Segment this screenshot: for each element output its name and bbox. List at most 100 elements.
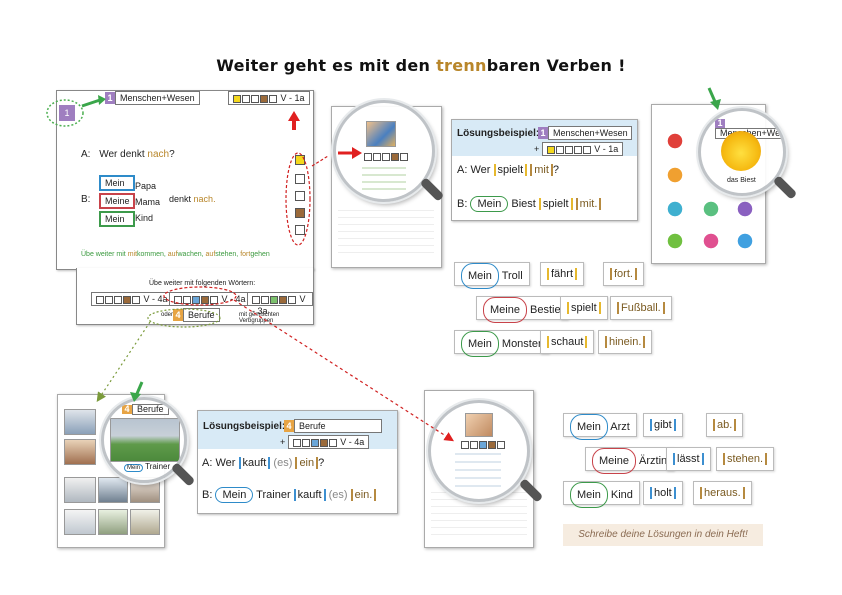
code-2-text: V - 4a: [221, 294, 246, 304]
sol-top-b-label: B:: [457, 198, 468, 210]
beruf-photo-4: [98, 477, 128, 503]
chip-holt-text: holt: [650, 487, 676, 499]
practice-rest-1: kommen,: [137, 251, 168, 258]
chip-verb-spielt[interactable]: spielt: [560, 296, 608, 320]
chip-spielt-text: spielt: [567, 302, 601, 314]
monster-cell-2: [662, 163, 688, 187]
poss-mein-2: Mein: [99, 211, 135, 227]
chip-verb-gibt[interactable]: gibt: [643, 413, 683, 437]
chip-arzt-poss: Mein: [570, 414, 608, 440]
verb-group-box-3[interactable]: [295, 191, 305, 201]
monster-cell-5: [698, 197, 724, 221]
chip-aerztin-noun: Ärztin: [639, 455, 668, 467]
beruf-photo-6: [64, 509, 96, 535]
chip-kind-noun: Kind: [610, 489, 633, 501]
chip-gibt-text: gibt: [650, 419, 676, 431]
title-highlight: trenn: [436, 56, 487, 75]
chip-heraus-text: heraus.: [700, 487, 745, 499]
red-dashed-line-to-bottom: [233, 299, 455, 442]
chip-verb-holt[interactable]: holt: [643, 481, 683, 505]
solution-bottom-num: 4: [284, 420, 294, 432]
chip-part-hinein[interactable]: hinein.: [598, 330, 653, 354]
sol-bot-b-noun: Trainer: [256, 489, 291, 501]
chip-fort-text: fort.: [610, 268, 637, 280]
trainer-label-text: Trainer: [145, 462, 171, 471]
chip-verb-schaut[interactable]: schaut: [540, 330, 595, 354]
beruf-label: Berufe: [183, 308, 220, 322]
green-dotted-circle: [46, 99, 84, 127]
verb-group-box-4[interactable]: [295, 208, 305, 218]
code-tag-2: V - 4a: [169, 292, 251, 306]
sol-top-a-part: mit: [530, 164, 553, 176]
header-number: 1: [105, 92, 115, 104]
green-arrow-trainer-icon: [130, 381, 144, 402]
magnifier-lens-bottom: [428, 400, 530, 502]
solution-top-plus: +: [534, 144, 540, 154]
chip-poss-monster[interactable]: Mein Monster: [454, 330, 549, 357]
chip-poss-aerztin[interactable]: Meine Ärztin: [585, 447, 675, 474]
verb-group-box-2[interactable]: [295, 174, 305, 184]
chip-part-stehen[interactable]: stehen.: [716, 447, 775, 471]
solution-bottom-heading: Lösungsbeispiel:: [203, 421, 286, 432]
bottom-lens-photo: [465, 413, 493, 437]
more-words-card: Übe weiter mit folgenden Wörtern: V - 4a…: [76, 268, 314, 325]
practice-line: Übe weiter mit mitkommen, aufwachen, auf…: [81, 251, 270, 258]
chip-verb-faehrt[interactable]: fährt: [540, 262, 585, 286]
bottom-lens-rows: [455, 453, 501, 493]
practice-part-1: mit: [127, 251, 138, 258]
solution-bottom-code: + V - 4a: [280, 435, 370, 449]
solution-top-label: Menschen+Wesen: [548, 126, 632, 140]
beruf-photo-8: [130, 509, 160, 535]
chip-aerztin-poss: Meine: [592, 448, 636, 474]
beruf-photo-2: [64, 439, 96, 465]
verb-group-box-1[interactable]: [295, 155, 305, 165]
solution-bottom-label: Berufe: [294, 419, 382, 433]
chip-poss-troll[interactable]: Mein Troll: [454, 262, 530, 289]
slide-code: V - 1a: [228, 91, 310, 105]
chip-poss-bestie[interactable]: Meine Bestie: [476, 296, 568, 323]
solution-bottom-line-a: A: Wer kauft (es) ein?: [202, 457, 324, 469]
poss-mein-1: Mein: [99, 175, 135, 191]
chip-verb-laesst[interactable]: lässt: [666, 447, 711, 471]
chip-poss-kind[interactable]: Mein Kind: [563, 481, 640, 508]
line-a-label: A:: [81, 149, 91, 160]
verb-group-box-5[interactable]: [295, 225, 305, 235]
practice-rest-2: wachen,: [177, 251, 206, 258]
solution-top-num: 1: [538, 127, 548, 139]
solution-top-line-a: A: Wer spielt mit?: [457, 164, 559, 176]
noun-papa: Papa: [135, 181, 157, 191]
sol-top-b-verb: spielt: [538, 198, 573, 210]
green-arrow-icon: [81, 95, 106, 108]
chip-arzt-noun: Arzt: [610, 421, 630, 433]
verb-text: denkt: [169, 194, 192, 204]
red-dashed-ellipse-small: [163, 286, 237, 306]
chip-ab-text: ab.: [713, 419, 737, 431]
line-a-question: ?: [169, 149, 175, 160]
monster-cell-1: [662, 129, 688, 153]
sol-bot-b-label: B:: [202, 489, 213, 501]
chip-part-fort[interactable]: fort.: [603, 262, 644, 286]
solution-top-line-b: B: Mein Biest spielt mit.: [457, 196, 602, 212]
write-hint: Schreibe deine Lösungen in dein Heft!: [563, 524, 763, 546]
sol-top-b-noun: Biest: [511, 198, 536, 210]
lens-rows: [362, 165, 406, 195]
sol-top-a-verb: spielt: [493, 164, 528, 176]
chip-part-heraus[interactable]: heraus.: [693, 481, 752, 505]
header-label: Menschen+Wesen: [115, 91, 200, 105]
monster-cell-3: [662, 197, 688, 221]
sol-bot-a-q: ?: [318, 457, 325, 469]
monster-cell-8: [732, 229, 758, 253]
practice-lead: Übe weiter mit: [81, 251, 128, 258]
chip-part-fussball[interactable]: Fußball.: [610, 296, 672, 320]
beruf-photo-1: [64, 409, 96, 435]
slide-number-badge: 1: [59, 105, 75, 121]
monster-label: das Biest: [727, 177, 756, 184]
chip-poss-arzt[interactable]: Mein Arzt: [563, 413, 637, 440]
chip-part-ab[interactable]: ab.: [706, 413, 744, 437]
solution-top-code-text: V - 1a: [594, 144, 619, 154]
